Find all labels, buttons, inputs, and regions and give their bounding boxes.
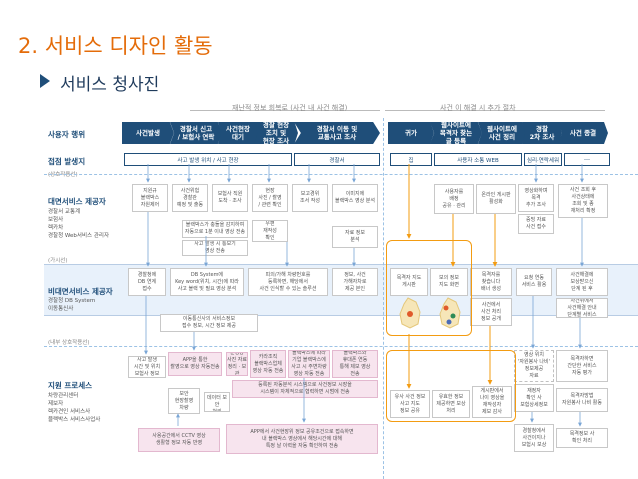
support-box: 영상 위치 '자원봉사 나비' 정보제공 자료	[514, 350, 554, 382]
touchpoint-web: 사용자 소통 WEB	[434, 153, 522, 166]
frontline-box: 이미지에 블랙박스 영상 분석	[332, 184, 378, 212]
touchpoint-end: ---	[564, 153, 610, 166]
row-sub-visibility: (가시선)	[48, 258, 68, 264]
step-police-onsite: 경찰 현장 조치 및 현장 조사	[254, 122, 298, 144]
support-box: 유사 사건 정보 사고 지도 정보 공유	[390, 390, 430, 418]
backstage-box: 요청 연동 서비스 활용	[516, 268, 552, 296]
touchpoint-contact: 심리·연락세워	[524, 153, 562, 166]
header-bracket-left	[190, 110, 380, 115]
row-label-touchpoint: 접점 발생지	[48, 157, 86, 166]
frontline-box: 온라인 게시판 활성화	[476, 184, 516, 214]
backstage-box: 피의/가해 차량번호를 등록하면, 해당에서 사건 인식할 수 있는 솔루션	[248, 268, 328, 296]
support-box: 등록된 자동분석 시스템으로 사건정보 시장을 시스템이 자체적으로 협력하면 …	[232, 380, 378, 398]
korea-map-icon	[399, 297, 421, 329]
backstage-box: 정보, 사건 가해자차로 제공 본인	[332, 268, 378, 296]
bullet-triangle-icon	[40, 74, 50, 88]
support-box: 경찰청에서 사건이지나 보험시 보상	[514, 424, 554, 452]
backstage-box: 이동통신사의 서비스정보 접수 정보, 시간 정보 제공	[160, 314, 258, 332]
header-note-right: 사건 이 해결 시 추가 절차	[440, 104, 516, 112]
backstage-box: 목격자 지도 게시판	[390, 268, 428, 296]
step-case-closed: 사건 종결	[558, 122, 608, 144]
row-label-backstage: 비대면서비스 제공자	[48, 287, 113, 296]
frontline-box: 사고 발생 시 통보기 영상 전송	[182, 240, 248, 256]
touchpoint-police-station: 경찰서	[294, 153, 380, 166]
frontline-box: 사용자를 배정 공유 · 관리	[434, 184, 474, 214]
highlight-region	[386, 240, 472, 336]
line-of-interaction	[44, 174, 638, 175]
frontline-box: 보험사 직원 도착 · 조사	[212, 184, 248, 212]
step-incident: 사건발생	[122, 122, 174, 144]
support-box: 목격자방법 자원봉사 나비 활동	[556, 388, 608, 412]
backstage-box: 사건해결에 보상받으신 단계 된 후	[556, 268, 608, 296]
row-label-support: 지원 프로세스	[48, 381, 93, 390]
touchpoint-home: 집	[390, 153, 432, 166]
frontline-box: 사건위험 경찰관 예정 및 출동	[172, 184, 208, 212]
support-box: 보안 현장촬영 차량	[168, 388, 200, 414]
step-police-station: 경찰서 이동 및 교통사고 조사	[294, 122, 380, 144]
support-box: 사고 발생 시간 및 위치 보험사 정보	[128, 356, 166, 378]
row-sub-backstage: 경찰청 DB System 이동통신사	[48, 298, 96, 312]
frontline-box: 현장 사진 / 촬영 / 관련 확인	[252, 184, 288, 212]
header-note-left: 재난적 정보 회복로 (사건 내 사건 해결)	[232, 104, 348, 112]
support-box: 위험 정보 데이터 보안 처리	[204, 392, 230, 412]
support-box: 목격정보 사 확인 처리	[556, 428, 608, 448]
backstage-box: 사건위에서 사건해결 안내 단계별 서비스	[556, 298, 608, 318]
backstage-box: 사건에서 사건 처리 정보 공개	[470, 298, 512, 326]
frontline-box: 영상화하며 목격 추가 조사	[518, 184, 554, 212]
step-wait: 사건현장 대기	[218, 122, 258, 144]
touchpoint-accident-site: 사고 발생 위치 / 사고 현장	[124, 153, 292, 166]
step-second-investigation: 경찰 2차 조사	[522, 122, 562, 144]
row-sub-frontline: 경찰서 교통계 보험사 렉카차 경찰청 Web서비스 관리자	[48, 209, 110, 239]
support-box: APP을 통한 촬영으로 영상 자동전송	[168, 352, 222, 376]
row-sub-touchpoint: (상호작용선)	[48, 172, 78, 178]
step-post-witness: 웹사이트에 목격자 찾는 글 등록	[430, 122, 482, 144]
header-bracket-right	[385, 110, 605, 115]
row-sub-internal: (내부 상호작용선)	[48, 340, 90, 346]
frontline-box: 자료 정보 분석	[332, 226, 378, 248]
frontline-box: 사건 조회 후 사건상태에 조회 및 종 재처리 확정	[558, 184, 608, 218]
backstage-box: DB System에 Key word(위치, 시간)에 따라 사고 블랙 및 …	[170, 268, 244, 296]
phase-separator	[383, 118, 384, 479]
line-of-internal-interaction	[44, 346, 638, 347]
support-box: 유효한 정보 제공하면 보상 처리	[432, 390, 470, 418]
support-box: 목격자하면 간단한 서비스 자동 평가	[556, 350, 608, 382]
support-box: APP에서 사건현장위 정보 공유조건으로 접속하면 내 블랙박스 영상에서 해…	[226, 424, 378, 454]
row-label-frontline: 대면서비스 제공자	[48, 197, 106, 206]
support-box: 블랙박스에 따라 기업 블랙박스에 사고 시 주변차량 영상 자동 전송	[288, 350, 330, 378]
page-subtitle: 서비스 청사진	[60, 75, 160, 95]
frontline-box: 블랙박스가 충돌을 감지하여 자동으로 1분 이내 영상 전송	[182, 220, 248, 238]
row-sub-support: 차량관리센터 제보자 렉카견인 서비스사 블랙박스 서비스사업사	[48, 393, 101, 423]
support-box: 재정자 확인 사 보험상세정보	[514, 384, 554, 412]
step-web-summary: 웹사이트에 사건 정리	[478, 122, 526, 144]
frontline-box: 보고경위 조서 작성	[292, 184, 328, 212]
support-box: 사용공간에서 CCTV 영상 생활형 정보 자동 반영	[138, 428, 220, 452]
korea-map-icon	[439, 297, 461, 329]
step-home: 귀가	[388, 122, 434, 144]
backstage-box: 보의 정보 지도 화면	[430, 268, 468, 296]
frontline-box: 지원규 블랙박스 자원제어	[132, 184, 168, 212]
page-title: 2. 서비스 디자인 활동	[18, 34, 213, 58]
backstage-box: 목격자를 찾습니다 배너 생성	[470, 268, 512, 296]
frontline-box: 우편 재작성 확인	[252, 220, 288, 242]
support-box: 게시판에서 나이 영상을 재작성자 제보 감사	[472, 386, 512, 418]
support-box: 카라조직 블랙박스업체 영상 자동 전송	[250, 350, 286, 378]
support-box: 운영상 사진 자료 정리 · 보관	[226, 352, 248, 376]
highlight-region	[386, 350, 516, 422]
step-report: 경찰서 신고 / 보험사 연락	[170, 122, 222, 144]
backstage-box: 경찰청에 DB 연계 접수	[128, 268, 166, 296]
frontline-box: 증빙 자료 사건 접수	[518, 214, 554, 234]
row-label-user-action: 사용자 행위	[48, 130, 86, 139]
support-box: 블랙박스와 휴대폰 연동 통해 제보 영상 전송	[332, 350, 378, 378]
